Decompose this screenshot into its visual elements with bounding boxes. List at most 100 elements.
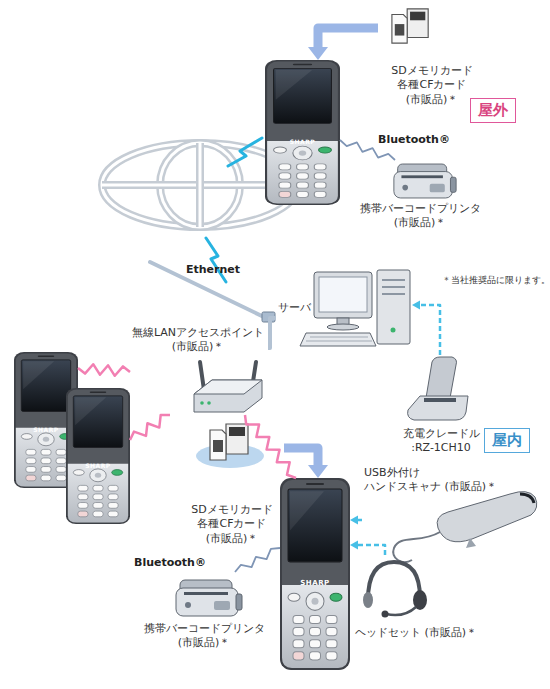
ethernet-cable-part (150, 262, 264, 317)
link-label: Bluetooth® (378, 133, 450, 146)
headset-icon-part (386, 607, 416, 615)
handheld-icon (265, 60, 340, 205)
server-icon-part (319, 277, 367, 312)
radio-bolt (206, 138, 262, 282)
network-globe-part (199, 143, 202, 227)
handheld-terminal-text-slot: SHARP (66, 453, 130, 472)
network-globe-part (196, 143, 204, 227)
barcode-printer: 携帯バーコードプリンタ (市販品)＊ (138, 572, 272, 654)
radio-bolt-part (228, 138, 262, 166)
outdoor-area (248, 0, 548, 242)
outdoor-region: 屋外 SHARP SDメモリカード 各種CFカード (市販品)＊ 携帯バーコードプリン… (245, 0, 550, 245)
usb-arrow-line (357, 545, 385, 555)
card-insert-arrow-head (308, 47, 328, 60)
usb-arrow-head (412, 301, 420, 310)
access-point-text-slot: 無線LANアクセスポイント (市販品)＊ (130, 326, 266, 355)
outdoor-region-text-slot: 屋外 (470, 98, 516, 123)
server-icon-part (300, 333, 376, 346)
hand-scanner-icon-part (437, 492, 537, 542)
server-icon-part (306, 337, 372, 341)
handheld-terminal: SHARP (14, 352, 78, 488)
wireless-link (130, 415, 170, 440)
ethernet-link (268, 318, 276, 348)
server-icon-part (314, 272, 372, 318)
handheld-terminal: SHARP (66, 388, 130, 524)
handheld-icon (280, 478, 350, 670)
indoor-region-text-slot: 屋内 (484, 428, 530, 453)
access-point-icon (194, 362, 262, 412)
cradle-icon-part (408, 396, 468, 420)
server-text-slot: サーバ (278, 296, 311, 315)
cradle-icon (408, 357, 468, 420)
headset: ヘッドセット (市販品)＊ (355, 555, 480, 642)
wireless-link (78, 364, 130, 376)
wireless-link-line (130, 415, 170, 440)
wireless-link-line (78, 364, 130, 376)
headset-icon (363, 562, 427, 618)
server-icon-part (377, 270, 410, 344)
ethernet-cable (150, 262, 275, 322)
server-icon-part (391, 328, 396, 333)
server: サーバ (276, 262, 412, 350)
ethernet-link-line (268, 318, 276, 348)
memory-card: SDメモリカード 各種CFカード (市販品)＊ (182, 424, 284, 550)
handheld-terminal-text-slot: SHARP (280, 570, 350, 589)
card-insert-arrow-line (318, 28, 378, 49)
footnote: ＊当社推奨品に限ります。 (442, 275, 550, 285)
hand-scanner-icon-part (393, 532, 440, 562)
bluetooth-link (235, 548, 280, 572)
region-label: 屋内 (484, 428, 530, 453)
usb-arrow-head (350, 516, 358, 525)
brand-name: SHARP (290, 139, 316, 145)
charging-cradle-text-slot: 充電クレードル :RZ-1CH10 (400, 427, 482, 456)
charging-cradle: 充電クレードル :RZ-1CH10 (400, 355, 484, 460)
usb-arrow (350, 541, 385, 556)
cradle-icon-part (424, 398, 456, 402)
access-point-icon-part (200, 362, 204, 390)
hand-scanner-icon-part (466, 538, 476, 548)
memory-card-text-slot: SDメモリカード 各種CFカード (市販品)＊ (382, 64, 482, 107)
access-point: 無線LANアクセスポイント (市販品)＊ (130, 326, 268, 415)
region-label: 屋外 (470, 98, 516, 123)
handheld-terminal-text-slot: SHARP (265, 129, 340, 148)
bluetooth-link-label-slot: Bluetooth® (378, 128, 450, 147)
barcode-printer-text-slot: 携帯バーコードプリンタ (市販品)＊ (355, 202, 485, 231)
hand-scanner-icon (393, 492, 537, 562)
ethernet-link-label-slot: Ethernet (186, 258, 240, 277)
hand-scanner: USB外付け ハンドスキャナ (市販品)＊ (362, 465, 545, 555)
access-point-icon-part (194, 380, 262, 412)
footnote-slot: ＊当社推奨品に限ります。 (442, 268, 550, 287)
server-icon (300, 270, 410, 346)
memory-card-icon (392, 9, 428, 43)
bluetooth-link-label-slot: Bluetooth® (134, 551, 206, 570)
brand-name: SHARP (85, 463, 111, 469)
usb-arrow-line (419, 305, 440, 355)
device-label: 携帯バーコードプリンタ (市販品)＊ (138, 622, 270, 651)
server-icon-part (382, 280, 405, 294)
indoor-area (0, 235, 548, 689)
device-label: SDメモリカード 各種CFカード (市販品)＊ (182, 503, 282, 546)
device-label: 充電クレードル :RZ-1CH10 (400, 427, 482, 456)
access-point-icon-part (200, 401, 204, 405)
indoor-region: 屋内 無線LANアクセスポイント (市販品)＊ サーバ充電クレードル :RZ-1CH… (0, 235, 550, 689)
memory-card-icon (210, 424, 248, 460)
barcode-printer: 携帯バーコードプリンタ (市販品)＊ (355, 160, 487, 233)
card-insert-arrow (284, 448, 328, 478)
headset-icon-part (382, 611, 389, 618)
brand-name: SHARP (33, 427, 59, 433)
barcode-printer-text-slot: 携帯バーコードプリンタ (市販品)＊ (138, 622, 270, 651)
usb-arrow (350, 516, 362, 525)
usb-arrow (412, 301, 440, 356)
card-insert-arrow (308, 28, 378, 60)
hand-scanner-icon-part (520, 494, 534, 503)
device-label: サーバ (278, 301, 311, 315)
card-insert-arrow-line (284, 448, 318, 467)
headset-icon-part (368, 562, 420, 600)
handheld-icon (66, 388, 130, 524)
handheld-terminal-text-slot: SHARP (14, 417, 78, 436)
cradle-icon-part (426, 357, 457, 398)
link-label: Ethernet (186, 263, 240, 276)
access-point-icon-part (207, 401, 211, 405)
